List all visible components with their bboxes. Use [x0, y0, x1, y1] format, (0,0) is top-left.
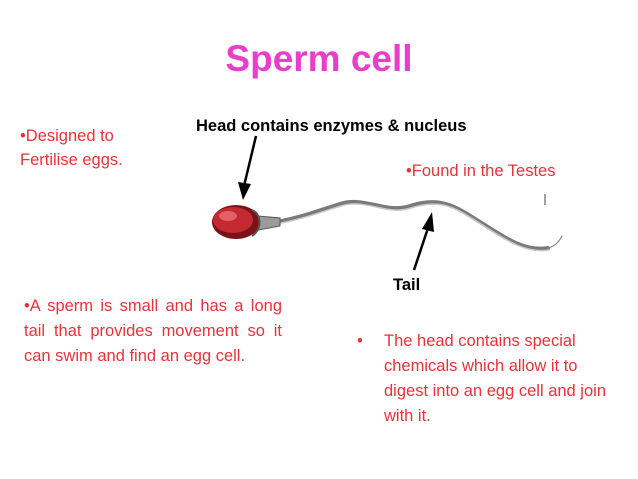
head-pointer-arrow: [238, 135, 258, 200]
sperm-tail: [274, 199, 563, 252]
sperm-head: [212, 205, 261, 239]
head-label: Head contains enzymes & nucleus: [196, 117, 467, 135]
note-head-chemicals-text: The head contains special chemicals whic…: [384, 332, 606, 425]
note-found-in-testes: •Found in the Testes: [406, 162, 556, 180]
tail-pointer-arrow: [412, 212, 434, 271]
bullet-marker: •: [357, 332, 363, 350]
sperm-midpiece: [257, 215, 281, 231]
note-sperm-small-long-tail: •A sperm is small and has a long tail th…: [24, 297, 282, 365]
tail-label: Tail: [393, 276, 421, 294]
note-designed-to-fertilise: •Designed to Fertilise eggs.: [20, 127, 123, 169]
page-title: Sperm cell: [225, 38, 413, 79]
